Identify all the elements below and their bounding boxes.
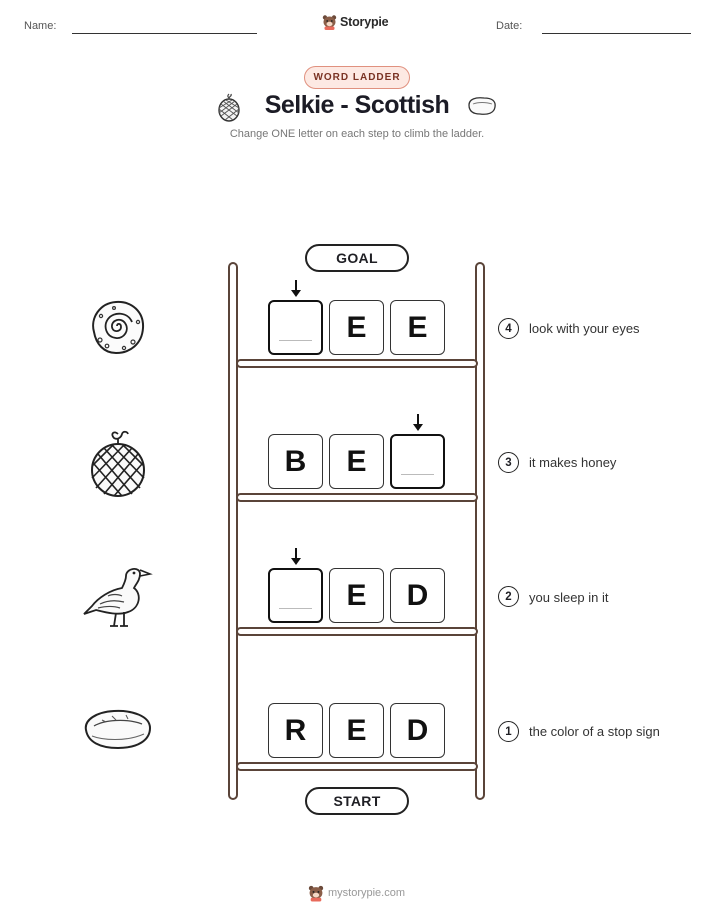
arrow-down-icon [291, 548, 301, 565]
shell-icon [92, 300, 145, 355]
footer-url: mystorypie.com [328, 887, 406, 899]
name-line[interactable] [72, 33, 257, 34]
letter-tile: E [329, 568, 384, 623]
bear-logo-icon [308, 885, 324, 902]
letter-tile: D [390, 703, 445, 758]
net-float-icon [91, 430, 145, 497]
ladder-rung [236, 359, 478, 368]
letter-tile: B [268, 434, 323, 489]
letter-tile-blank[interactable] [268, 568, 323, 623]
arrow-down-icon [291, 280, 301, 297]
instructions: Change ONE letter on each step to climb … [229, 128, 485, 140]
letter-tile: D [390, 568, 445, 623]
start-label: START [305, 787, 409, 815]
rock-icon [84, 709, 152, 750]
brand-logo: Storypie [322, 14, 389, 30]
letter-tile: E [329, 434, 384, 489]
clue-text: the color of a stop sign [529, 724, 660, 739]
clue-text: you sleep in it [529, 590, 609, 605]
letter-tile-blank[interactable] [390, 434, 445, 489]
step-number: 1 [498, 721, 519, 742]
letter-tile: E [329, 300, 384, 355]
date-line[interactable] [542, 33, 691, 34]
ladder-rung [236, 493, 478, 502]
letter-tile: R [268, 703, 323, 758]
brand-name: Storypie [340, 15, 389, 29]
name-label: Name: [24, 20, 57, 32]
step-number: 2 [498, 586, 519, 607]
date-label: Date: [496, 20, 523, 32]
page-title: Selkie - Scottish [264, 91, 450, 119]
ladder-left-rail [228, 262, 238, 800]
arrow-down-icon [413, 414, 423, 431]
ladder-rung [236, 627, 478, 636]
letter-tile-blank[interactable] [268, 300, 323, 355]
seagull-icon [83, 568, 153, 627]
footer: mystorypie.com [308, 884, 405, 902]
ladder-right-rail [475, 262, 485, 800]
clue-text: it makes honey [529, 455, 617, 470]
ladder-rung [236, 762, 478, 771]
bear-logo-icon [322, 15, 337, 30]
clue-text: look with your eyes [529, 321, 640, 336]
goal-label: GOAL [305, 244, 409, 272]
step-number: 3 [498, 452, 519, 473]
letter-tile: E [390, 300, 445, 355]
word-ladder-badge: WORD LADDER [304, 66, 410, 89]
letter-tile: E [329, 703, 384, 758]
rock-icon [468, 97, 496, 115]
net-float-icon [218, 93, 240, 122]
step-number: 4 [498, 318, 519, 339]
